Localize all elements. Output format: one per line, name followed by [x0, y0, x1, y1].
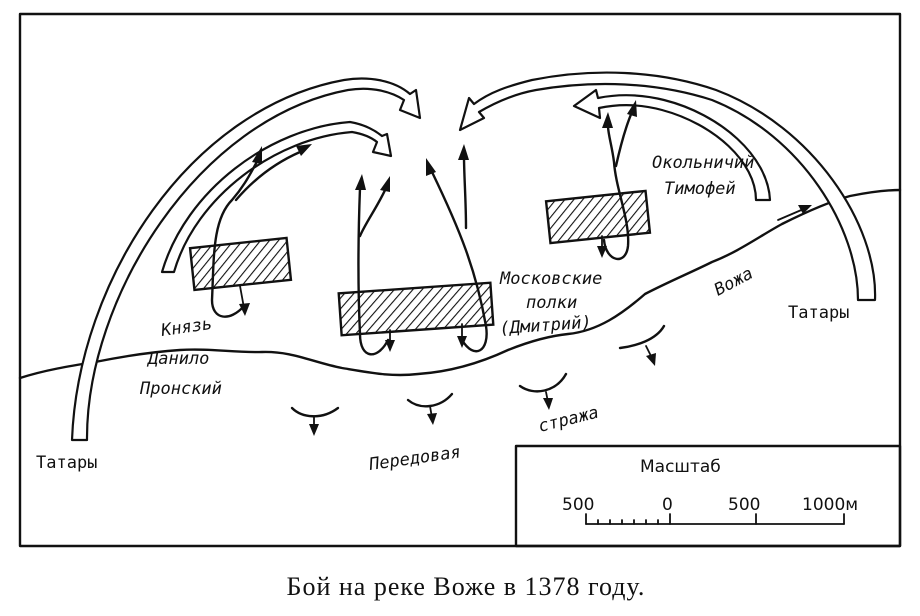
danilo-pronsky-detachment — [188, 236, 293, 292]
vanguard-unit-1 — [290, 406, 340, 436]
label-prince-line2: Данило — [146, 349, 209, 369]
scale-tick-label-0: 0 — [662, 495, 673, 515]
moscow-retreat-left-arrowhead — [385, 340, 395, 352]
moscow-right-arrowhead-1 — [426, 158, 436, 176]
label-river-vozha: Вожа — [711, 264, 757, 301]
river-current-arrowhead — [798, 205, 812, 214]
label-moscow-line3: (Дмитрий) — [499, 313, 592, 339]
tatar-right-inner-arc — [572, 88, 772, 202]
vanguard-unit-3 — [518, 372, 568, 410]
scale-legend: Масштаб 500 0 500 1000м — [514, 444, 902, 548]
tatar-left-inner-arc — [160, 120, 393, 274]
timofey-arrowhead-1 — [602, 112, 613, 128]
river-vozha — [18, 188, 902, 380]
tatar-left-arc — [70, 77, 422, 442]
moscow-right-arrowhead-2 — [458, 144, 469, 160]
moscow-left-arrowhead-1 — [355, 174, 366, 190]
timofey-retreat-arrowhead — [597, 246, 607, 258]
label-prince-line3: Пронский — [139, 379, 222, 399]
moscow-retreat-right-arrowhead — [457, 336, 467, 348]
vanguard-unit-2 — [406, 392, 454, 425]
moscow-right-branch — [462, 154, 468, 230]
scale-box — [514, 444, 902, 548]
moscow-left-branch — [358, 186, 388, 238]
timofey-maneuver-branch — [614, 110, 634, 168]
okolnichy-timofey-detachment — [544, 189, 652, 245]
danilo-maneuver-branch — [234, 150, 302, 202]
vanguard-unit-4 — [618, 324, 666, 366]
timofey-maneuver-loop — [602, 124, 630, 260]
scale-minor-ticks — [597, 519, 659, 525]
moscow-regiments-detachment — [337, 281, 495, 337]
danilo-maneuver-loop — [210, 158, 260, 318]
scale-tick-label-500-left: 500 — [562, 495, 594, 515]
label-vanguard-word1: Передовая — [367, 442, 462, 475]
label-okolnichy-line2: Тимофей — [664, 179, 736, 199]
label-vanguard-word2: стража — [536, 403, 600, 437]
tatar-right-arc — [458, 71, 877, 302]
scale-title: Масштаб — [640, 457, 721, 477]
moscow-left-arrowhead-2 — [380, 176, 390, 192]
scale-tick-label-1000: 1000м — [802, 495, 858, 515]
label-moscow-line2: полки — [526, 293, 577, 313]
timofey-arrowhead-2 — [627, 100, 637, 117]
label-prince-line1: Князь — [159, 314, 213, 341]
label-moscow-line1: Московские — [499, 269, 602, 289]
label-tatars-left: Татары — [36, 453, 97, 473]
danilo-retreat-arrowhead — [239, 303, 250, 316]
scale-tick-label-500-right: 500 — [728, 495, 760, 515]
danilo-arrowhead-2 — [296, 144, 312, 156]
label-tatars-right: Татары — [788, 303, 849, 323]
moscow-left-maneuver — [357, 186, 390, 356]
scale-ticks — [585, 513, 845, 525]
label-okolnichy-line1: Окольничий — [652, 153, 754, 173]
map-frame — [18, 12, 902, 548]
danilo-arrowhead-1 — [252, 146, 262, 164]
map-caption: Бой на реке Воже в 1378 году. — [287, 572, 646, 601]
moscow-right-maneuver — [430, 170, 488, 353]
